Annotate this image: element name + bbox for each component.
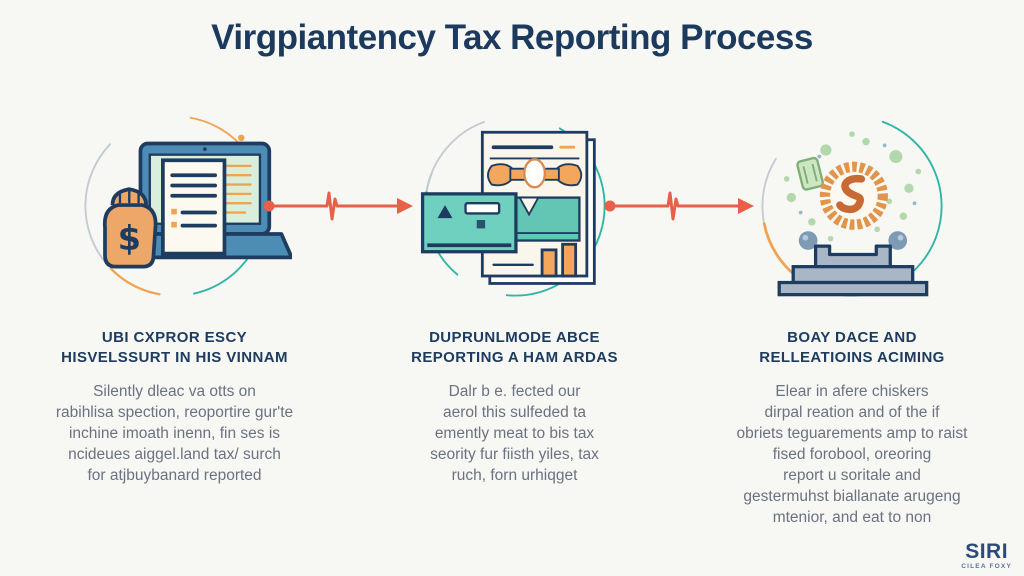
page-title: Virgpiantency Tax Reporting Process bbox=[211, 18, 813, 57]
step-2-heading-line-2: REPORTING A HAM ARDAS bbox=[411, 349, 618, 366]
step-3-heading-line-2: RELLEATIOINS ACIMING bbox=[759, 349, 945, 366]
pulse-arrow-icon bbox=[602, 190, 760, 222]
step-1-heading-line-1: UBI CXPROR ESCY bbox=[101, 329, 248, 346]
svg-text:$: $ bbox=[117, 219, 140, 258]
step-2-heading-line-1: DUPRUNLMODE ABCE bbox=[429, 329, 600, 346]
step-3-heading: BOAY DACE AND RELLEATIOINS ACIMING bbox=[682, 328, 1022, 368]
step-3-body-line: report u soritale and bbox=[783, 467, 921, 484]
step-3-description: Elear in afere chiskers dirpal reation a… bbox=[682, 381, 1022, 528]
step-3-body-line: obriets teguarements amp to raist bbox=[736, 425, 968, 442]
step-1-body-line: ncideues aiggel.land tax/ surch bbox=[68, 446, 281, 463]
step-2-body-line: emently meat to bis tax bbox=[434, 425, 595, 442]
step-3-body-line: mtenior, and eat to non bbox=[772, 509, 932, 526]
step-2-heading: DUPRUNLMODE ABCE REPORTING A HAM ARDAS bbox=[347, 328, 682, 368]
step-3-body-line: fised forobool, oreoring bbox=[772, 446, 932, 463]
brand-logo: SIRI CILEA FOXY bbox=[961, 541, 1012, 571]
process-step-3: BOAY DACE AND RELLEATIOINS ACIMING Elear… bbox=[682, 108, 1022, 528]
step-3-body-line: dirpal reation and of the if bbox=[764, 404, 940, 421]
step-1-heading: UBI CXPROR ESCY HISVELSSURT IN HIS VINNA… bbox=[2, 328, 347, 368]
step-2-body-line: Dalr b e. fected our bbox=[448, 383, 581, 400]
step-1-body-line: rabihlisa spection, reoportire gur'te bbox=[55, 404, 294, 421]
process-step-2: DUPRUNLMODE ABCE REPORTING A HAM ARDAS D… bbox=[347, 108, 682, 486]
step-3-heading-line-1: BOAY DACE AND bbox=[787, 329, 917, 346]
step-2-description: Dalr b e. fected our aerol this sulfeded… bbox=[347, 381, 682, 486]
process-step-1: $ UBI CXPROR ESCY HISVELSSURT IN HIS VIN… bbox=[2, 108, 347, 486]
step-2-body-line: ruch, forn urhiqget bbox=[451, 467, 578, 484]
step-1-body-line: inchine imoath inenn, fin ses is bbox=[68, 425, 281, 442]
brand-logo-tagline: CILEA FOXY bbox=[961, 562, 1012, 570]
pulse-arrow-icon bbox=[261, 190, 419, 222]
award-podium-icon bbox=[682, 108, 1022, 304]
step-1-body-line: Silently dleac va otts on bbox=[93, 383, 256, 400]
step-1-body-line: for atjbuybanard reported bbox=[87, 467, 262, 484]
tax-report-card-icon bbox=[347, 108, 682, 304]
brand-logo-name: SIRI bbox=[965, 539, 1009, 563]
step-3-body-line: Elear in afere chiskers bbox=[775, 383, 929, 400]
step-1-description: Silently dleac va otts on rabihlisa spec… bbox=[2, 381, 347, 486]
step-2-body-line: seority fur fiisth yiles, tax bbox=[430, 446, 599, 463]
step-1-heading-line-2: HISVELSSURT IN HIS VINNAM bbox=[61, 349, 288, 366]
step-3-body-line: gestermuhst biallanate arugeng bbox=[743, 488, 961, 505]
laptop-tax-documents-icon: $ bbox=[2, 108, 347, 304]
step-2-body-line: aerol this sulfeded ta bbox=[442, 404, 587, 421]
